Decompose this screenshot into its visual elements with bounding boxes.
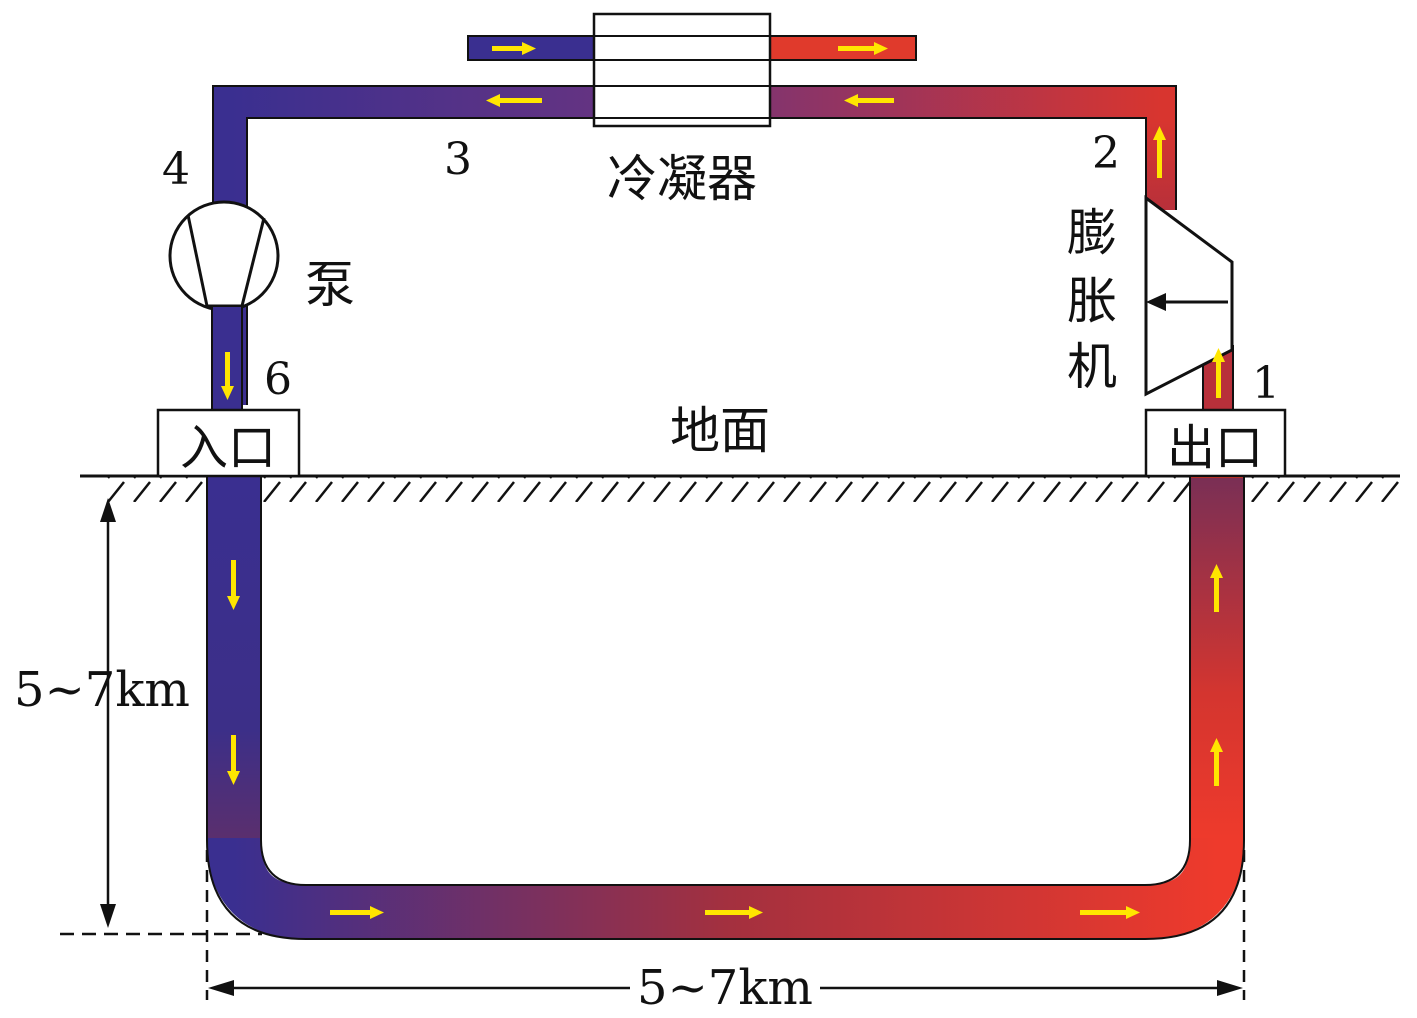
pump-label: 泵 [305,256,355,314]
outlet-label: 出口 [1167,420,1263,476]
arrow-right-icon [1080,906,1140,919]
point-2-label: 2 [1092,128,1120,179]
length-label: 5~7km [637,960,813,1016]
arrow-down-icon [221,352,234,400]
point-1-label: 1 [1252,358,1280,409]
expander-label-3: 机 [1067,338,1117,396]
length-dimension [205,850,1246,1000]
arrow-left-icon [486,94,542,107]
expander-label-1: 膨 [1067,204,1117,262]
depth-dimension [60,498,262,936]
depth-label: 5~7km [14,662,190,718]
arrow-up-icon [1153,126,1166,178]
top-pipe [212,85,1177,405]
point-4-label: 4 [162,144,190,195]
inlet-label: 入口 [180,420,276,476]
condenser-label: 冷凝器 [607,150,757,208]
point-3-label: 3 [444,134,472,185]
flow-arrows [221,42,1225,919]
arrow-down-icon [227,560,240,610]
underground-pipe [206,476,1245,940]
arrow-right-icon [705,906,763,919]
arrow-up-icon [1212,348,1225,398]
expander-label-2: 胀 [1067,272,1117,330]
arrow-right-icon [330,906,384,919]
pump [168,200,280,312]
arrow-up-icon [1210,564,1223,612]
arrow-left-icon [844,94,894,107]
arrow-up-icon [1210,738,1223,786]
point-6-label: 6 [264,354,292,405]
expander [1144,195,1234,397]
condenser [592,12,772,128]
arrow-right-icon [492,42,536,55]
arrow-right-icon [838,42,888,55]
arrow-down-icon [227,735,240,785]
inlet-box [156,408,301,478]
outlet-box [1144,408,1287,478]
ground-label: 地面 [670,402,770,460]
